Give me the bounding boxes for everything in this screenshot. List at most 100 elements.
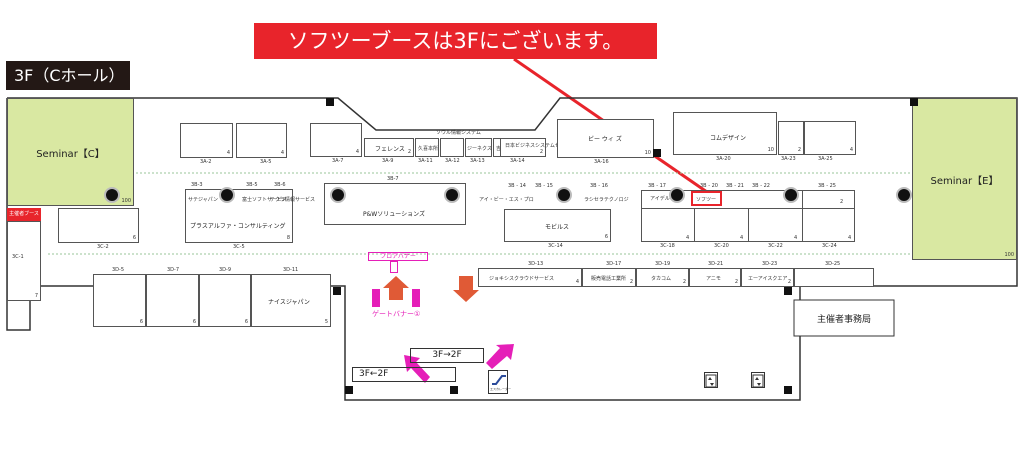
booth-num: 2 — [539, 149, 543, 155]
booth-code: 3D-9 — [219, 267, 232, 273]
column-circle — [669, 187, 685, 203]
pillar — [345, 386, 353, 394]
escalator-label: エスカレーター — [490, 387, 512, 391]
booth-code: 3B-6 — [274, 182, 286, 188]
booth-code: 3C-22 — [768, 243, 783, 249]
booth-code: 3C-2 — [97, 244, 109, 250]
gate-banner-label: ゲートバナー① — [372, 310, 421, 318]
booth-num: 6 — [192, 319, 196, 325]
booth-code: 3D-5 — [112, 267, 125, 273]
booth-name: ジーネクスト — [467, 146, 497, 152]
booth-code: 3C-24 — [822, 243, 837, 249]
booth-code: 3C-5 — [233, 244, 245, 250]
booth-code: 3A-7 — [332, 158, 344, 164]
column-circle — [219, 187, 235, 203]
booth-code: 3B - 16 — [590, 183, 608, 189]
booth-num: 2 — [682, 279, 686, 285]
booth-code: 3A-9 — [382, 158, 394, 164]
booth-code: 3A-16 — [594, 159, 609, 165]
booth-name: サテジャパン — [188, 197, 219, 203]
booth-name: モビルス — [545, 224, 570, 231]
booth-name: アニモ — [706, 276, 721, 282]
booth-3a13: ジーネクスト — [465, 138, 497, 157]
booth-3b7: P&Wソリューションズ — [324, 183, 466, 225]
booth-code: 3B-3 — [191, 182, 203, 188]
divider — [641, 208, 855, 209]
booth-3a2: 4 — [180, 123, 233, 158]
booth-name: ソウル情報システム — [436, 130, 481, 136]
floor-banner: フロアバナー — [368, 252, 428, 261]
elevator-icon — [751, 372, 765, 388]
booth-code: 3A-23 — [781, 156, 796, 162]
down-escalator-sign: 3F→2F — [410, 348, 484, 363]
divider — [802, 190, 803, 242]
booth-3d9: 6 — [199, 274, 251, 327]
booth-num: 2 — [840, 199, 844, 205]
booth-name: タカコム — [651, 276, 672, 282]
pillar — [450, 386, 458, 394]
booth-num: 2 — [407, 149, 411, 155]
booth-code: 3D-25 — [825, 261, 841, 267]
pillar — [653, 149, 661, 157]
booth-num: 4 — [849, 147, 853, 153]
booth-3c2: 6 — [58, 208, 139, 243]
escalator-icon: エスカレーター — [488, 370, 512, 394]
booth-code: 3A-13 — [470, 158, 485, 164]
up-escalator-sign: 3F←2F — [352, 367, 456, 382]
booth-code: 3B - 15 — [535, 183, 553, 189]
booth-code: 3D-21 — [708, 261, 724, 267]
booth-3a23: 2 — [778, 121, 804, 155]
booth-num: 6 — [132, 235, 136, 241]
booth-num: 4 — [740, 235, 744, 241]
booth-code: 3B - 20 — [700, 183, 718, 189]
booth-name: テクラ情報サービス — [270, 197, 316, 203]
booth-code: 3C-1 — [12, 254, 24, 260]
booth-3d25 — [794, 268, 874, 287]
booth-name: 販売電話工業所 — [591, 276, 627, 282]
booth-3a11: 久喜本所 — [415, 138, 439, 157]
booth-3a12 — [440, 138, 464, 157]
booth-name: アイデルリンク — [650, 196, 685, 202]
organizer-booth: 主催者ブース — [7, 208, 41, 221]
gate-post — [372, 289, 380, 307]
divider — [694, 208, 695, 242]
booth-num: 2 — [797, 147, 801, 153]
booth-name: ジョキシスクラウドサービス — [489, 276, 555, 282]
floor-banner-stand — [390, 261, 398, 273]
pillar — [784, 287, 792, 295]
booth-num: 4 — [280, 150, 284, 156]
booth-3a25: 4 — [804, 121, 856, 155]
column-circle — [104, 187, 120, 203]
booth-name: P&Wソリューションズ — [363, 211, 425, 218]
pillar — [333, 287, 341, 295]
booth-code: 3A-2 — [200, 159, 212, 165]
booth-name: コムデザイン — [710, 135, 747, 142]
booth-3d7: 6 — [146, 274, 199, 327]
booth-num: 4 — [848, 235, 852, 241]
booth-code: 3D-13 — [528, 261, 544, 267]
pillar — [326, 98, 334, 106]
booth-3d5: 6 — [93, 274, 146, 327]
booth-name: プラスアルファ・コンサルティング — [190, 223, 286, 230]
booth-code: 3B-5 — [246, 182, 258, 188]
booth-code: 3D-17 — [606, 261, 622, 267]
pillar — [784, 386, 792, 394]
booth-code: 3A-12 — [445, 158, 460, 164]
booth-name: エーアイスクエア — [748, 276, 788, 282]
booth-code: 3B - 14 — [508, 183, 526, 189]
booth-code: 3B - 17 — [648, 183, 666, 189]
seminar-c-num: 100 — [121, 198, 131, 204]
seminar-e-label: Seminar【E】 — [930, 175, 999, 187]
booth-3a5: 4 — [236, 123, 287, 158]
booth-code: 3A-20 — [716, 156, 731, 162]
booth-name: ビー ウィ ズ — [588, 136, 622, 143]
column-circle — [444, 187, 460, 203]
booth-code: 3D-11 — [283, 267, 299, 273]
booth-num: 8 — [286, 235, 290, 241]
